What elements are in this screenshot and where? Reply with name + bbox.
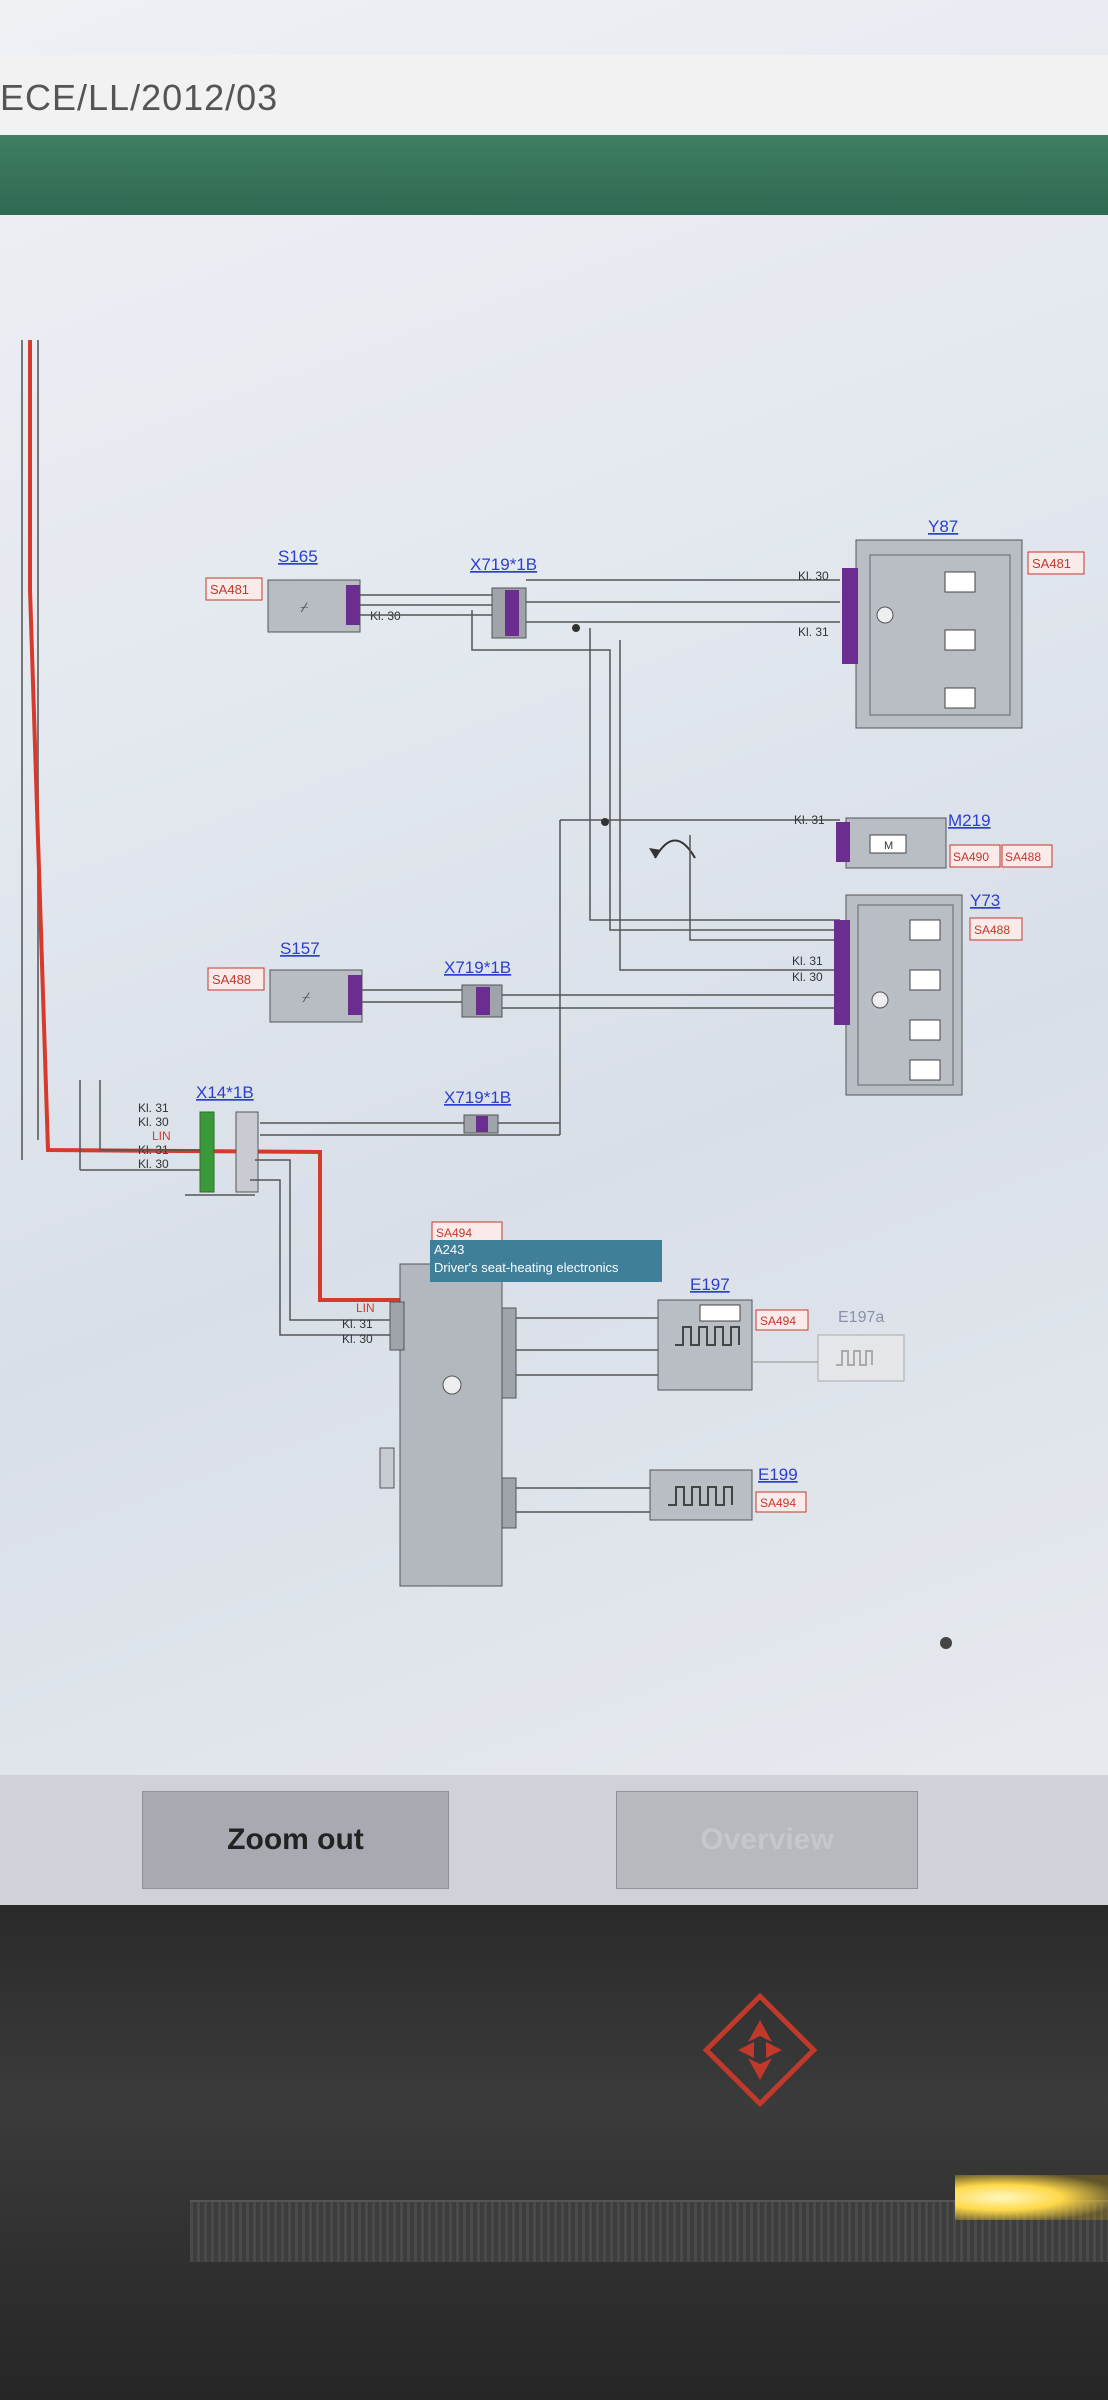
- y87-pin-kl30: Kl. 30: [798, 569, 829, 583]
- s165-pin-kl30: Kl. 30: [370, 609, 401, 623]
- a243-pin-lin: LIN: [356, 1301, 375, 1315]
- x14-pin-kl31-a: Kl. 31: [138, 1101, 169, 1115]
- svg-text:⌿: ⌿: [300, 599, 309, 615]
- m219-sa-tag-2: SA488: [1005, 850, 1041, 864]
- m219-pin-kl31: Kl. 31: [794, 813, 825, 827]
- bottom-toolbar: Zoom out Overview: [0, 1775, 1108, 1905]
- x719-top-label[interactable]: X719*1B: [470, 555, 537, 574]
- y87-sa-tag: SA481: [1032, 556, 1071, 571]
- x14-pin-lin: LIN: [152, 1129, 171, 1143]
- a243-description: Driver's seat-heating electronics: [434, 1260, 619, 1275]
- m219-label[interactable]: M219: [948, 811, 991, 830]
- title-bar: ECE/LL/2012/03: [0, 55, 1108, 135]
- s165-sa-tag: SA481: [210, 582, 249, 597]
- screen: ECE/LL/2012/03 ⌿ S165 SA481 Kl. 30 X719*…: [0, 0, 1108, 1905]
- a243-label[interactable]: A243: [434, 1242, 464, 1257]
- y87-valve-block[interactable]: [855, 539, 1023, 729]
- x14-connector-gray[interactable]: [235, 1111, 259, 1193]
- lin-wire-red: [28, 340, 400, 1302]
- y73-pin-kl31: Kl. 31: [792, 954, 823, 968]
- s157-switch[interactable]: [269, 969, 363, 1023]
- overview-button[interactable]: Overview: [616, 1791, 918, 1889]
- s157-sa-tag: SA488: [212, 972, 251, 987]
- x14-connector-green[interactable]: [199, 1111, 215, 1193]
- status-light: [955, 2175, 1108, 2220]
- a243-sa-tag: SA494: [436, 1226, 472, 1240]
- e197-sa-tag: SA494: [760, 1314, 796, 1328]
- y87-label[interactable]: Y87: [928, 517, 958, 536]
- y73-pin-kl30: Kl. 30: [792, 970, 823, 984]
- brand-logo: [702, 1992, 818, 2108]
- x14-label[interactable]: X14*1B: [196, 1083, 254, 1102]
- m219-sa-tag-1: SA490: [953, 850, 989, 864]
- s165-label[interactable]: S165: [278, 547, 318, 566]
- a243-pin-kl31: Kl. 31: [342, 1317, 373, 1331]
- header-band: [0, 135, 1108, 215]
- a243-pin-kl30: Kl. 30: [342, 1332, 373, 1346]
- svg-text:⌿: ⌿: [302, 989, 311, 1005]
- x14-pin-kl30-b: Kl. 30: [138, 1157, 169, 1171]
- e197-label[interactable]: E197: [690, 1275, 730, 1294]
- page-title: ECE/LL/2012/03: [0, 77, 279, 118]
- x719-mid-label[interactable]: X719*1B: [444, 958, 511, 977]
- x719-low-label[interactable]: X719*1B: [444, 1088, 511, 1107]
- svg-text:M: M: [884, 840, 893, 852]
- x14-pin-kl30-a: Kl. 30: [138, 1115, 169, 1129]
- a243-caption: [430, 1240, 662, 1282]
- y73-label[interactable]: Y73: [970, 891, 1000, 910]
- e199-label[interactable]: E199: [758, 1465, 798, 1484]
- s157-label[interactable]: S157: [280, 939, 320, 958]
- y73-sa-tag: SA488: [974, 923, 1010, 937]
- e197a-label[interactable]: E197a: [838, 1309, 884, 1326]
- wiring-diagram: ⌿ S165 SA481 Kl. 30 X719*1B Y87 SA481 Kl…: [21, 340, 1085, 1649]
- laptop-bezel: [0, 1905, 1108, 2400]
- y87-pin-kl31: Kl. 31: [798, 625, 829, 639]
- a243-module[interactable]: [399, 1263, 503, 1587]
- s165-switch[interactable]: [267, 579, 361, 633]
- zoom-out-button[interactable]: Zoom out: [142, 1791, 449, 1889]
- y73-valve-block[interactable]: [845, 894, 963, 1096]
- e199-sa-tag: SA494: [760, 1496, 796, 1510]
